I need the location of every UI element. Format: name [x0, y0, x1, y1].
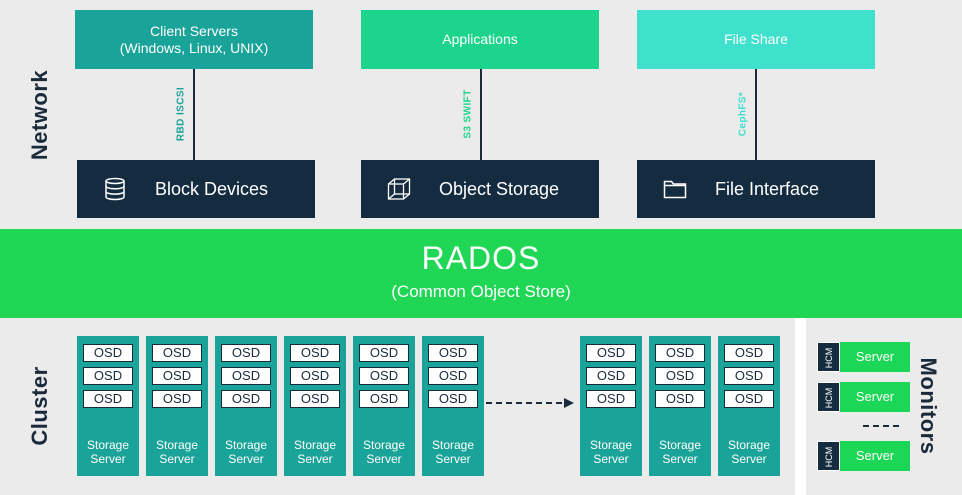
client-title: File Share: [724, 31, 788, 47]
osd-box: OSD: [586, 344, 636, 362]
osd-box: OSD: [428, 367, 478, 385]
osd-box: OSD: [655, 344, 705, 362]
rados-title: RADOS: [421, 240, 541, 276]
osd-box: OSD: [724, 390, 774, 408]
file-share-box: File Share: [637, 10, 875, 69]
hcm-tag: HCM: [817, 441, 840, 471]
monitors-label: Monitors: [916, 357, 941, 455]
osd-box: OSD: [83, 390, 133, 408]
rados-subtitle: (Common Object Store): [391, 282, 571, 301]
osd-box: OSD: [152, 390, 202, 408]
hcm-tag: HCM: [817, 342, 840, 372]
osd-box: OSD: [221, 390, 271, 408]
interface-label: Object Storage: [439, 178, 560, 199]
interface-label: Block Devices: [155, 178, 269, 199]
osd-box: OSD: [221, 344, 271, 362]
osd-box: OSD: [724, 344, 774, 362]
client-subtitle: (Windows, Linux, UNIX): [119, 39, 269, 56]
network-label: Network: [27, 69, 52, 161]
client-title: Client Servers: [150, 22, 238, 39]
connector-line: [193, 69, 195, 160]
osd-box: OSD: [152, 367, 202, 385]
block-devices-box: Block Devices: [77, 160, 315, 218]
osd-box: OSD: [290, 390, 340, 408]
osd-box: OSD: [359, 367, 409, 385]
monitor-server: HCM Server: [817, 342, 910, 372]
osd-box: OSD: [83, 344, 133, 362]
monitor-server-label: Server: [855, 448, 895, 463]
protocol-label-s3: S3 SWIFT: [462, 89, 474, 139]
interface-label: File Interface: [715, 178, 820, 199]
cluster-label: Cluster: [27, 366, 52, 446]
protocol-label-cephfs: CephFS*: [737, 91, 749, 137]
osd-box: OSD: [359, 344, 409, 362]
osd-box: OSD: [428, 344, 478, 362]
osd-box: OSD: [428, 390, 478, 408]
client-title: Applications: [442, 31, 518, 47]
monitor-server: HCM Server: [817, 441, 910, 471]
applications-box: Applications: [361, 10, 599, 69]
monitor-server-label: Server: [855, 349, 895, 364]
osd-box: OSD: [290, 367, 340, 385]
osd-box: OSD: [586, 367, 636, 385]
connector-line: [755, 69, 757, 160]
osd-box: OSD: [221, 367, 271, 385]
file-interface-box: File Interface: [637, 160, 875, 218]
folder-icon: [663, 177, 687, 201]
object-storage-box: Object Storage: [361, 160, 599, 218]
monitor-ellipsis-dashes: [863, 425, 899, 427]
protocol-label-rbd: RBD ISCSI: [175, 86, 187, 142]
cube-icon: [387, 177, 411, 201]
osd-box: OSD: [655, 390, 705, 408]
database-icon: [103, 177, 127, 201]
dashed-arrow: [486, 398, 574, 408]
osd-box: OSD: [290, 344, 340, 362]
osd-box: OSD: [359, 390, 409, 408]
rados-band: [0, 229, 962, 318]
osd-box: OSD: [586, 390, 636, 408]
osd-box: OSD: [655, 367, 705, 385]
hcm-tag: HCM: [817, 382, 840, 412]
monitor-server: HCM Server: [817, 382, 910, 412]
osd-box: OSD: [83, 367, 133, 385]
monitor-server-label: Server: [855, 389, 895, 404]
osd-box: OSD: [724, 367, 774, 385]
connector-line: [480, 69, 482, 160]
client-servers-box: Client Servers (Windows, Linux, UNIX): [75, 10, 313, 69]
osd-box: OSD: [152, 344, 202, 362]
